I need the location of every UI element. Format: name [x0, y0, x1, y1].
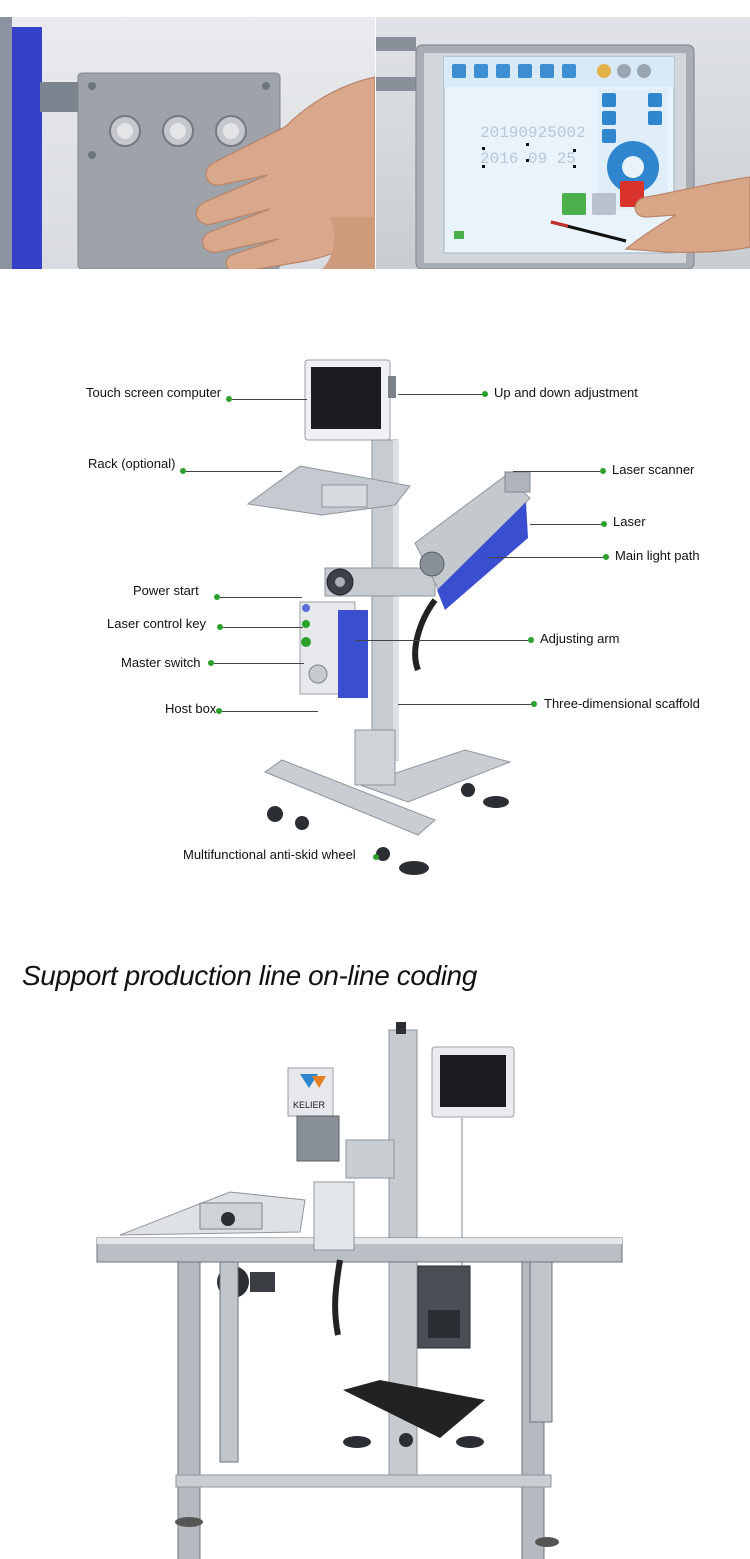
leader-laser-control-key: [223, 627, 303, 628]
photo-touch-screen: 20190925002 2016 09 25: [376, 17, 750, 269]
dot-laser: [601, 521, 607, 527]
leader-three-dimensional-scaffold: [398, 704, 531, 705]
dot-three-dimensional-scaffold: [531, 701, 537, 707]
photo-production-line: KELIER: [0, 1010, 750, 1559]
dot-adjusting-arm: [528, 637, 534, 643]
hand-panel-illustration: [0, 17, 375, 269]
label-laser-scanner: Laser scanner: [612, 462, 695, 477]
dot-laser-control-key: [217, 624, 223, 630]
dot-rack: [180, 468, 186, 474]
label-power-start: Power start: [133, 583, 199, 598]
label-master-switch: Master switch: [121, 655, 201, 670]
laser-machine-illustration: [246, 359, 531, 875]
label-adjusting-arm: Adjusting arm: [540, 631, 620, 646]
leader-up-down-adjustment: [398, 394, 482, 395]
leader-power-start: [220, 597, 302, 598]
dot-master-switch: [208, 660, 214, 666]
brand-text: KELIER: [293, 1100, 326, 1110]
label-three-dimensional-scaffold: Three-dimensional scaffold: [544, 696, 700, 711]
label-laser: Laser: [613, 514, 646, 529]
dot-laser-scanner: [600, 468, 606, 474]
label-host-box: Host box: [165, 701, 217, 716]
dot-anti-skid-wheel: [373, 854, 379, 860]
section-heading: Support production line on-line coding: [22, 960, 477, 991]
label-laser-control-key: Laser control key: [107, 616, 206, 631]
label-rack: Rack (optional): [88, 456, 176, 471]
panel-buttons: [109, 115, 247, 147]
label-main-light-path: Main light path: [615, 548, 700, 563]
dot-touch-screen: [226, 396, 232, 402]
leader-laser-scanner: [513, 471, 600, 472]
label-anti-skid-wheel: Multifunctional anti-skid wheel: [183, 847, 356, 862]
leader-host-box: [222, 711, 318, 712]
label-touch-screen: Touch screen computer: [86, 385, 222, 400]
dot-power-start: [214, 594, 220, 600]
machine-diagram: Touch screen computer Rack (optional) Po…: [0, 290, 750, 910]
dot-main-light-path: [603, 554, 609, 560]
touch-screen-illustration: 20190925002 2016 09 25: [376, 37, 750, 269]
leader-master-switch: [214, 663, 304, 664]
label-up-down-adjustment: Up and down adjustment: [494, 385, 638, 400]
production-line-illustration: KELIER: [96, 1022, 623, 1559]
leader-laser: [530, 524, 601, 525]
leader-adjusting-arm: [355, 640, 528, 641]
dot-up-down-adjustment: [482, 391, 488, 397]
leader-touch-screen: [232, 399, 307, 400]
leader-main-light-path: [487, 557, 603, 558]
photo-hand-on-panel: [0, 17, 375, 269]
leader-rack: [186, 471, 282, 472]
dot-host-box: [216, 708, 222, 714]
screen-date-text: 20190925002: [480, 124, 586, 142]
